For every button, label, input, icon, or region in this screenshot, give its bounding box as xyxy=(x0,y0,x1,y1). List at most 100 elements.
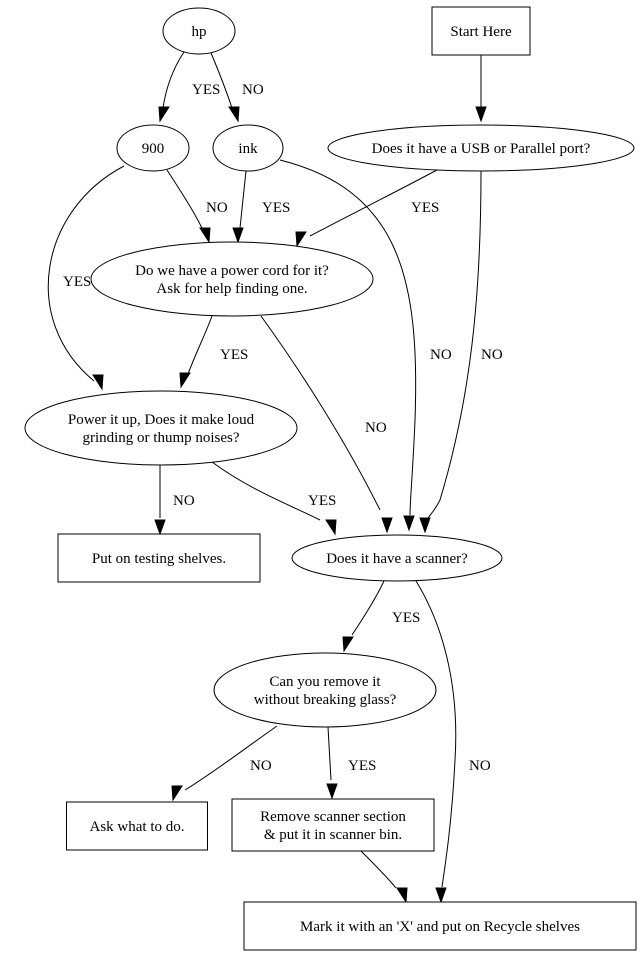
edge-cord-to-power: YES xyxy=(179,315,248,389)
node-label: ink xyxy=(238,141,258,157)
box-shape xyxy=(231,798,435,852)
edge-line xyxy=(210,52,233,109)
arrowhead-icon xyxy=(325,519,337,536)
node-label: Do we have a power cord for it? xyxy=(135,263,329,279)
edge-scanner-to-recycle: NO xyxy=(415,580,491,904)
node-label: Power it up, Does it make loud xyxy=(68,412,255,428)
edge-label: NO xyxy=(173,493,195,509)
node-label: Put on testing shelves. xyxy=(92,551,226,567)
arrowhead-icon xyxy=(381,517,393,534)
node-power: Power it up, Does it make loud grinding o… xyxy=(24,390,298,466)
ellipse-shape xyxy=(162,7,236,55)
node-usb: Does it have a USB or Parallel port? xyxy=(327,124,635,172)
edge-remove-to-bin: YES xyxy=(326,726,376,800)
node-ink: ink xyxy=(212,124,284,172)
arrowhead-icon xyxy=(232,227,244,244)
arrowhead-icon xyxy=(326,783,338,800)
arrowhead-icon xyxy=(419,517,431,534)
edge-line xyxy=(166,169,203,229)
edge-label: YES xyxy=(192,82,220,98)
node-n900: 900 xyxy=(116,124,190,172)
ellipse-shape xyxy=(291,534,503,582)
edge-line xyxy=(279,159,417,516)
node-label: without breaking glass? xyxy=(254,692,397,708)
arrowhead-icon xyxy=(475,106,487,123)
ellipse-shape xyxy=(327,124,635,172)
edge-label: NO xyxy=(206,200,228,216)
edge-label: YES xyxy=(220,347,248,363)
edge-n900-to-power: YES xyxy=(47,165,125,391)
edge-power-to-scanner: YES xyxy=(211,461,337,536)
edge-n900-to-cord: NO xyxy=(166,169,228,244)
edge-power-to-testing: NO xyxy=(154,465,195,536)
node-label: Does it have a scanner? xyxy=(326,551,468,567)
edge-line xyxy=(427,170,482,519)
node-hp: hp xyxy=(162,7,236,55)
edge-ink-to-scanner: NO xyxy=(279,159,452,532)
arrowhead-icon xyxy=(435,887,447,904)
arrowhead-icon xyxy=(342,636,354,653)
box-shape xyxy=(57,533,261,583)
edge-line xyxy=(184,725,278,791)
edge-bin-to-recycle xyxy=(360,850,408,904)
edge-label: NO xyxy=(365,420,387,436)
arrowhead-icon xyxy=(158,106,170,123)
arrowhead-icon xyxy=(92,374,104,391)
edge-line xyxy=(239,170,247,229)
node-remove: Can you remove it without breaking glass? xyxy=(213,652,437,728)
edge-remove-to-ask: NO xyxy=(171,725,278,802)
edge-line xyxy=(415,580,457,888)
edge-usb-to-cord: YES xyxy=(295,169,439,248)
box-shape xyxy=(431,6,531,56)
edge-line xyxy=(187,315,213,375)
edge-label: NO xyxy=(250,758,272,774)
node-recycle: Mark it with an 'X' and put on Recycle s… xyxy=(243,901,637,951)
node-label: grinding or thump noises? xyxy=(82,430,239,446)
edge-line xyxy=(162,51,185,109)
edge-hp-to-n900: YES xyxy=(158,51,220,123)
edge-label: YES xyxy=(348,758,376,774)
edge-start-to-usb xyxy=(475,55,487,123)
node-ask: Ask what to do. xyxy=(66,801,208,851)
box-shape xyxy=(243,901,637,951)
ellipse-shape xyxy=(24,390,298,466)
node-label: Remove scanner section xyxy=(260,809,406,825)
edge-scanner-to-remove: YES xyxy=(342,580,420,653)
edge-line xyxy=(260,315,381,511)
arrowhead-icon xyxy=(228,106,240,123)
box-shape xyxy=(66,801,208,851)
node-label: Start Here xyxy=(450,24,512,40)
edge-label: NO xyxy=(430,347,452,363)
edge-usb-to-scanner: NO xyxy=(419,170,503,534)
node-label: Can you remove it xyxy=(269,674,381,690)
node-scanner: Does it have a scanner? xyxy=(291,534,503,582)
node-label: 900 xyxy=(142,141,165,157)
edge-line xyxy=(309,169,438,237)
edge-line xyxy=(351,580,385,636)
node-label: Mark it with an 'X' and put on Recycle s… xyxy=(300,919,580,935)
edge-line xyxy=(327,726,332,781)
arrowhead-icon xyxy=(171,785,183,802)
node-testing: Put on testing shelves. xyxy=(57,533,261,583)
node-cord: Do we have a power cord for it? Ask for h… xyxy=(90,241,374,317)
edge-label: NO xyxy=(242,82,264,98)
node-label: Does it have a USB or Parallel port? xyxy=(372,141,591,157)
node-label: Ask what to do. xyxy=(90,819,185,835)
edge-label: YES xyxy=(308,493,336,509)
arrowhead-icon xyxy=(403,515,415,532)
edge-hp-to-ink: NO xyxy=(210,52,264,123)
arrowhead-icon xyxy=(154,519,166,536)
edge-line xyxy=(47,165,125,382)
edge-line xyxy=(360,850,397,889)
edge-line xyxy=(211,461,321,521)
edge-cord-to-scanner: NO xyxy=(260,315,393,534)
edge-label: YES xyxy=(392,610,420,626)
ellipse-shape xyxy=(212,124,284,172)
ellipse-shape xyxy=(116,124,190,172)
node-label: Ask for help finding one. xyxy=(156,281,307,297)
arrowhead-icon xyxy=(179,372,191,389)
edge-ink-to-cord: YES xyxy=(232,170,290,244)
node-label: hp xyxy=(192,24,207,40)
